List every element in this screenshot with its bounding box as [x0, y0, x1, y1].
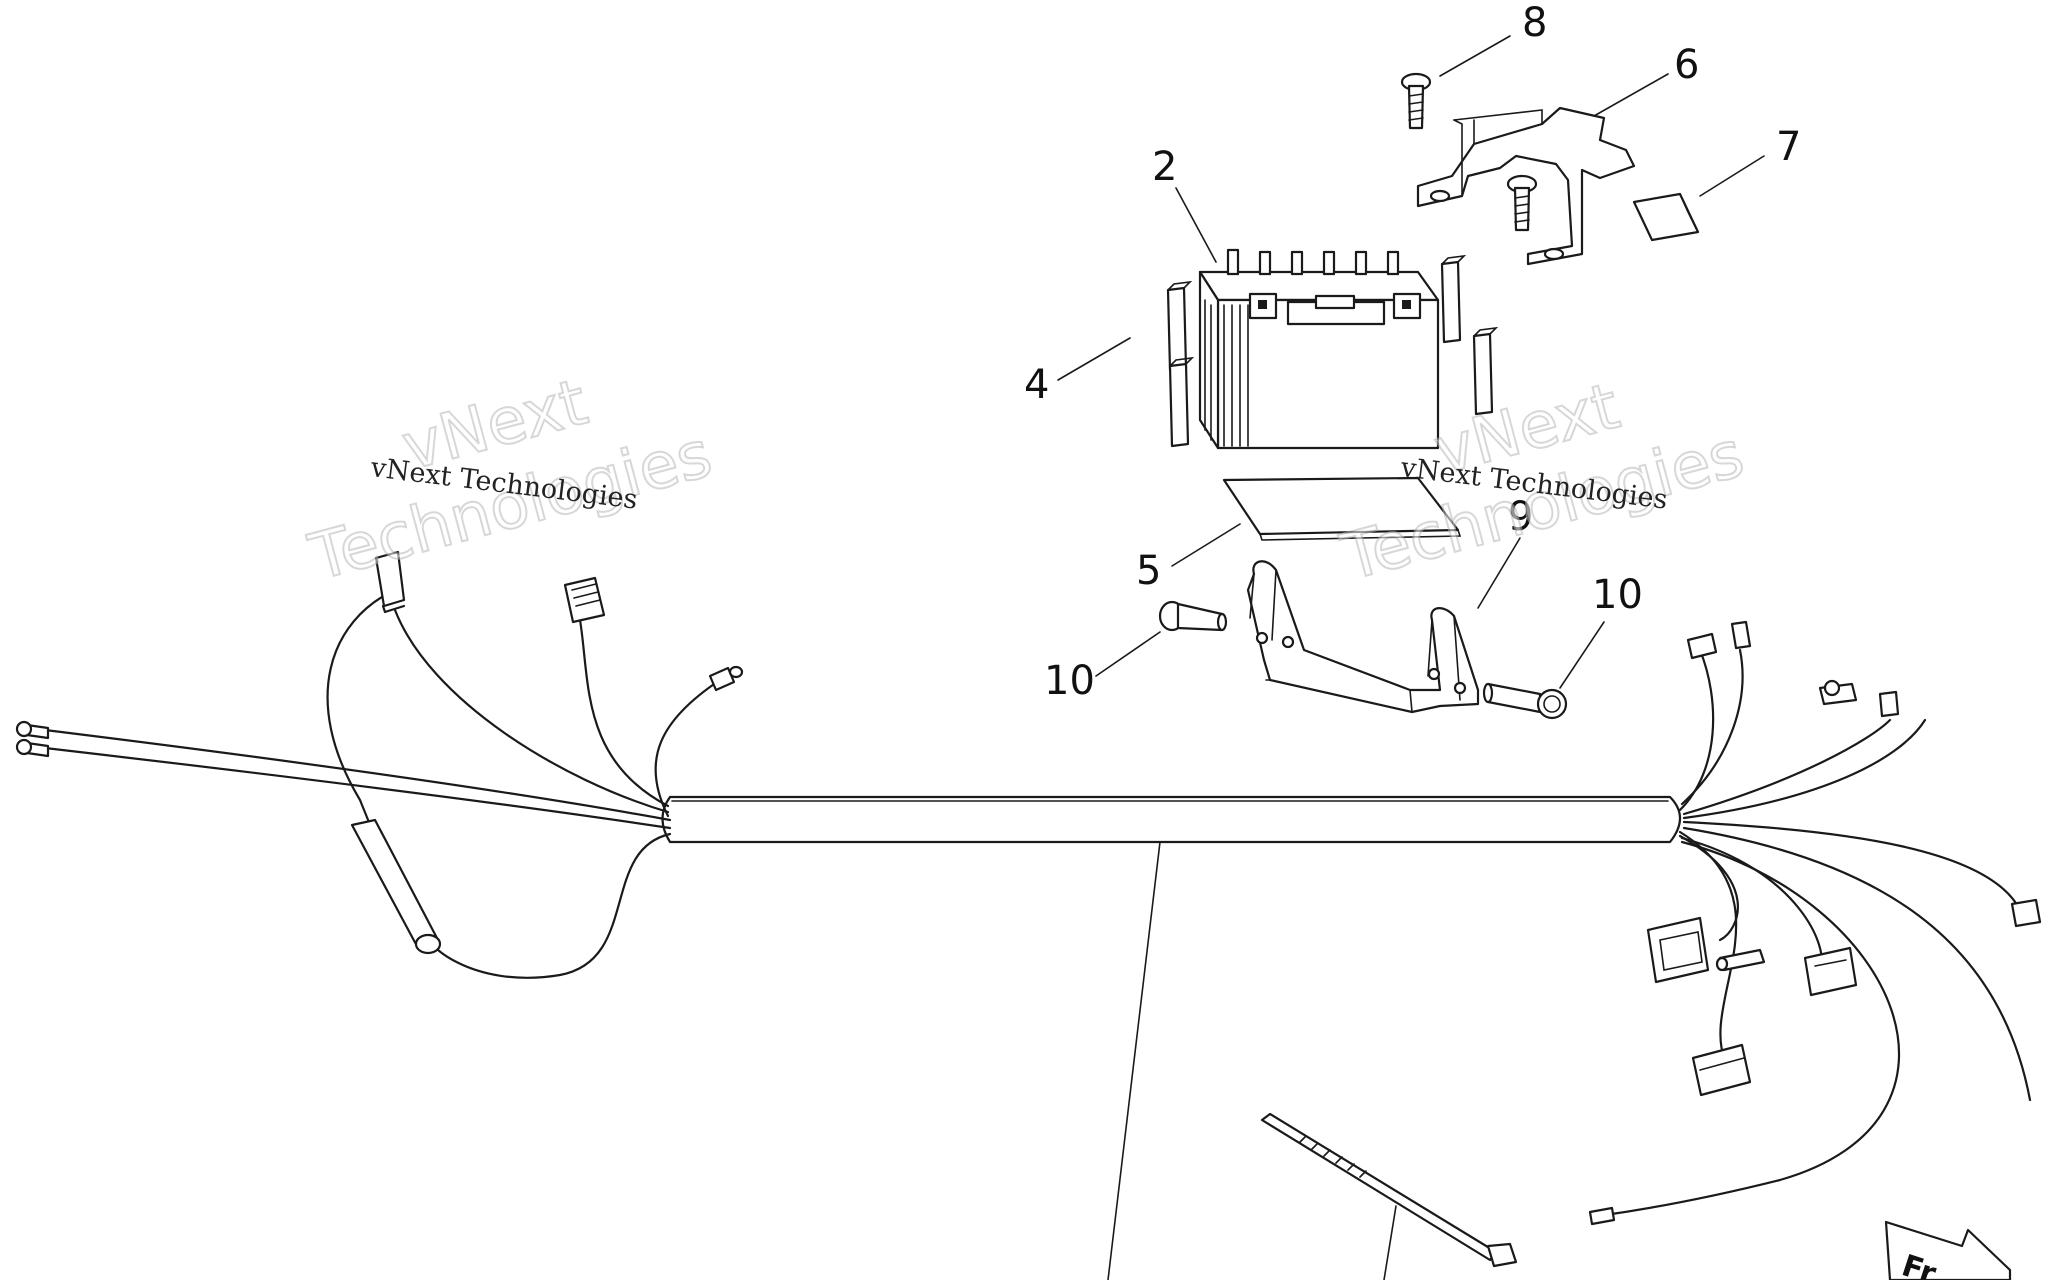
foam-pad-left-lower — [1168, 356, 1195, 448]
battery-strap — [1246, 560, 1480, 714]
bolt-right — [1482, 682, 1568, 720]
callout-10-left: 10 — [1044, 658, 1095, 704]
leader-lines — [1057, 35, 1765, 1280]
callout-numbers: 2 4 5 6 7 8 9 10 10 — [1024, 0, 1801, 704]
screw-lower — [1506, 174, 1538, 232]
four-pin-connector — [563, 576, 606, 624]
left-bullet-connector-lower — [15, 738, 50, 758]
callout-5: 5 — [1136, 548, 1161, 594]
callout-9: 9 — [1508, 494, 1533, 540]
right-connector-box-2 — [1803, 946, 1858, 997]
front-direction-arrow: Fr — [1884, 1220, 2012, 1280]
foam-pad-right-upper — [1440, 254, 1467, 344]
left-wire-branches — [43, 588, 722, 979]
right-connector-top-1 — [1686, 632, 1718, 660]
battery-base-pad — [1222, 476, 1462, 541]
inline-fuse-holder — [350, 818, 442, 955]
harness-sleeve — [661, 795, 1682, 844]
screw-upper — [1400, 72, 1432, 130]
callout-6: 6 — [1674, 42, 1699, 88]
two-pin-connector — [374, 550, 406, 614]
callout-7: 7 — [1776, 124, 1801, 170]
battery-terminal-right — [1392, 292, 1422, 320]
small-foam-block — [1632, 192, 1700, 242]
right-connector-box-1 — [1646, 916, 1710, 984]
battery — [1198, 248, 1440, 450]
hold-down-bracket — [1416, 106, 1636, 266]
right-connector-far — [2010, 898, 2042, 928]
callout-10-right: 10 — [1592, 572, 1643, 618]
foam-pad-right-lower — [1472, 326, 1499, 416]
callout-4: 4 — [1024, 362, 1049, 408]
cable-tie — [1260, 1112, 1518, 1268]
right-connector-bullet — [1715, 948, 1766, 972]
right-connector-mid-1 — [1818, 679, 1858, 706]
right-connector-tip — [1588, 1206, 1616, 1226]
left-bullet-connector-upper — [15, 720, 50, 740]
right-connector-mid-2 — [1878, 690, 1900, 718]
ring-terminal — [708, 665, 744, 692]
callout-2: 2 — [1152, 144, 1177, 190]
right-connector-box-3 — [1691, 1043, 1752, 1097]
callout-8: 8 — [1522, 0, 1547, 46]
bolt-left — [1158, 600, 1228, 632]
battery-terminal-left — [1248, 292, 1278, 320]
watermark-left: vNext Technologies vNext Technologies — [301, 365, 720, 597]
foam-pad-left-upper — [1166, 280, 1193, 372]
right-connector-top-2 — [1730, 620, 1752, 650]
battery-vent-caps — [1226, 248, 1400, 276]
